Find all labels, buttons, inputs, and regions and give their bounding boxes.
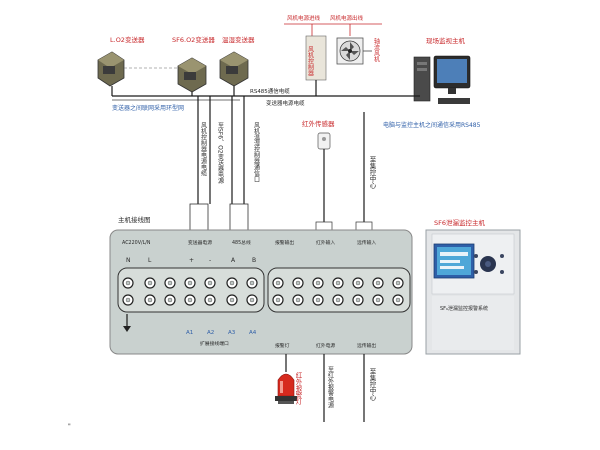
sf6-monitor-device — [425, 229, 521, 355]
terminal-screw-head — [295, 297, 301, 303]
pc-title: 现场监视主机 — [426, 36, 466, 45]
terminal-screw-head — [125, 280, 131, 286]
terminal-letter-l: L — [148, 257, 152, 264]
power-cable-label: 变送器电源电缆 — [266, 99, 305, 107]
terminal-screw-head — [315, 280, 321, 286]
o2-transmitter-label: L.O2变送器 — [110, 35, 145, 44]
rs485-cable-label: RS485通信电缆 — [250, 87, 290, 95]
terminal-letter-b: B — [252, 257, 256, 264]
terminal-screw-head — [187, 297, 193, 303]
main-panel-title: 主机接线图 — [118, 215, 151, 224]
temp-humidity-transmitter-label: 温湿变送器 — [222, 35, 255, 44]
fan-comm-port-label: 风机温湿控制器通信口 — [253, 122, 260, 183]
terminal-screw-head — [355, 297, 361, 303]
terminal-screw-head — [125, 297, 131, 303]
section-label-remote-in: 远传输入 — [357, 239, 376, 246]
terminal-screw-head — [147, 297, 153, 303]
terminal-screw-head — [249, 297, 255, 303]
bottom-letter-a3: A3 — [228, 330, 236, 336]
section-label-ac: AC220V/L/N — [122, 240, 151, 246]
terminal-screw-head — [275, 280, 281, 286]
monitor-title: SF6泄漏监控主机 — [434, 218, 486, 227]
ground-icon — [123, 314, 131, 332]
alarm-light-label: 红外报警灯 — [294, 371, 302, 406]
terminal-screw-head — [395, 297, 401, 303]
terminal-letter-a: A — [231, 257, 236, 264]
ir-sensor-icon — [317, 132, 331, 150]
terminal-screw-head — [395, 280, 401, 286]
terminal-screw-head — [187, 280, 193, 286]
o2-transmitter — [97, 51, 125, 96]
bottom-letter-a2: A2 — [207, 330, 214, 336]
terminal-screw-head — [355, 280, 361, 286]
axial-fan-label: 轴流风机 — [373, 37, 380, 63]
terminal-screw-head — [207, 280, 213, 286]
alarm-light-icon — [275, 373, 297, 404]
pc-comm-label: 电脑与监控主机之间通信采用RS485 — [383, 121, 481, 129]
fan-control-wire-label: 风机控制器电源电缆 — [200, 122, 207, 177]
terminal-screw-head — [147, 280, 153, 286]
terminal-screws — [122, 277, 404, 306]
section-label-485: 485总线 — [232, 239, 251, 246]
section-label-alarm-out: 报警输出 — [275, 239, 294, 246]
fan-control-box: 风机控制器 — [305, 35, 327, 81]
terminal-screw-head — [249, 280, 255, 286]
right-bottom-label-remote-out: 远传输出 — [357, 342, 376, 349]
terminal-screw-head — [375, 280, 381, 286]
terminal-letter-n: N — [126, 257, 131, 264]
terminal-screw-head — [229, 297, 235, 303]
axial-fan — [336, 37, 364, 65]
terminal-screw-head — [207, 297, 213, 303]
terminal-screw-head — [335, 280, 341, 286]
fan-power-out-label: 风机电源出线 — [330, 14, 364, 22]
ir-sensor-label: 红外传感器 — [302, 119, 335, 128]
fan-power-in-label: 风机电源进线 — [287, 14, 321, 22]
pc-computer-icon — [413, 55, 471, 104]
terminal-screw-head — [229, 280, 235, 286]
bottom-group-label: 扩展接线端口 — [200, 340, 229, 347]
terminal-screw-head — [335, 297, 341, 303]
fan-control-box-label: 风机控制器 — [307, 46, 314, 77]
bottom-letter-a1: A1 — [186, 330, 193, 336]
sf6-o2-transmitter — [177, 57, 207, 96]
terminal-screw-head — [315, 297, 321, 303]
terminal-letter-minus: - — [209, 257, 211, 264]
monitor-caption: SF₆泄漏监控报警系统 — [440, 305, 488, 312]
terminal-screw-head — [295, 280, 301, 286]
temp-humidity-transmitter — [219, 51, 249, 96]
terminal-screw-head — [275, 297, 281, 303]
terminal-letter-plus: + — [189, 257, 194, 264]
footnote-mark: " — [68, 423, 71, 430]
right-bottom-label-alarm-light: 报警灯 — [275, 342, 290, 349]
terminal-screw-head — [167, 280, 173, 286]
sf6-o2-transmitter-label: SF6.O2变送器 — [172, 35, 215, 44]
terminal-screw-head — [375, 297, 381, 303]
section-label-transmitter-power: 变送器电源 — [188, 239, 212, 246]
ir-power-label: 至红外报警电源 — [327, 366, 334, 409]
terminal-screw-head — [167, 297, 173, 303]
section-label-ir-in: 红外输入 — [316, 239, 335, 246]
bottom-letter-a4: A4 — [249, 330, 257, 336]
ring-network-label: 变送器之间联网采用环型网 — [112, 104, 184, 112]
sf6-comm-port-label: 至SF6、O2变送器电源 — [217, 122, 224, 185]
control-center-bottom-label: 至集控中心 — [368, 368, 376, 401]
right-bottom-label-ir-power: 红外电源 — [316, 342, 335, 349]
control-center-top-label: 至集控中心 — [368, 156, 376, 189]
